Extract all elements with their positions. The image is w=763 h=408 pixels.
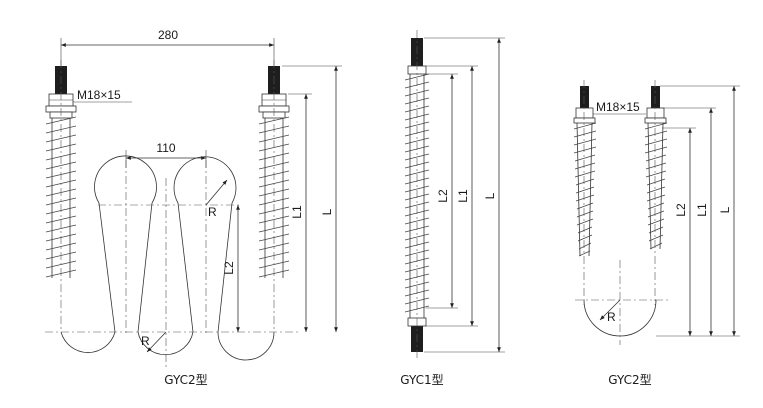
gyc1-straight-diagram: L2 L1 L GYC1型 [400, 30, 505, 387]
gyc2-compact-diagram: R M18×15 L2 L1 L GYC2型 [573, 80, 740, 387]
u-bend [583, 299, 657, 337]
left-l1-label: L1 [290, 205, 304, 219]
right-radius-label: R [607, 310, 616, 324]
dim-280-label: 280 [158, 28, 178, 42]
right-l1-label: L1 [695, 203, 709, 217]
u-loops [60, 155, 275, 361]
radius-bottom-label: R [141, 334, 150, 348]
right-left-coil [573, 122, 597, 257]
dim-110-label: 110 [156, 141, 175, 155]
right-thread-label: M18×15 [596, 100, 640, 114]
right-right-terminal [651, 86, 660, 108]
left-l2-label: L2 [222, 261, 236, 275]
right-caption: GYC2型 [608, 373, 651, 387]
left-caption: GYC2型 [164, 373, 207, 387]
right-right-coil [644, 122, 668, 250]
right-l-label: L [718, 206, 732, 213]
middle-caption: GYC1型 [400, 373, 443, 387]
middle-l-label: L [483, 192, 497, 199]
radius-top-label: R [208, 205, 217, 219]
left-thread-label: M18×15 [77, 88, 121, 102]
right-l2-label: L2 [674, 203, 688, 217]
right-left-terminal [580, 86, 589, 108]
middle-l1-label: L1 [456, 189, 470, 203]
middle-l2-label: L2 [436, 189, 450, 203]
gyc2-u-shape-diagram: 280 M18×15 [45, 28, 342, 387]
left-l-label: L [320, 208, 334, 215]
